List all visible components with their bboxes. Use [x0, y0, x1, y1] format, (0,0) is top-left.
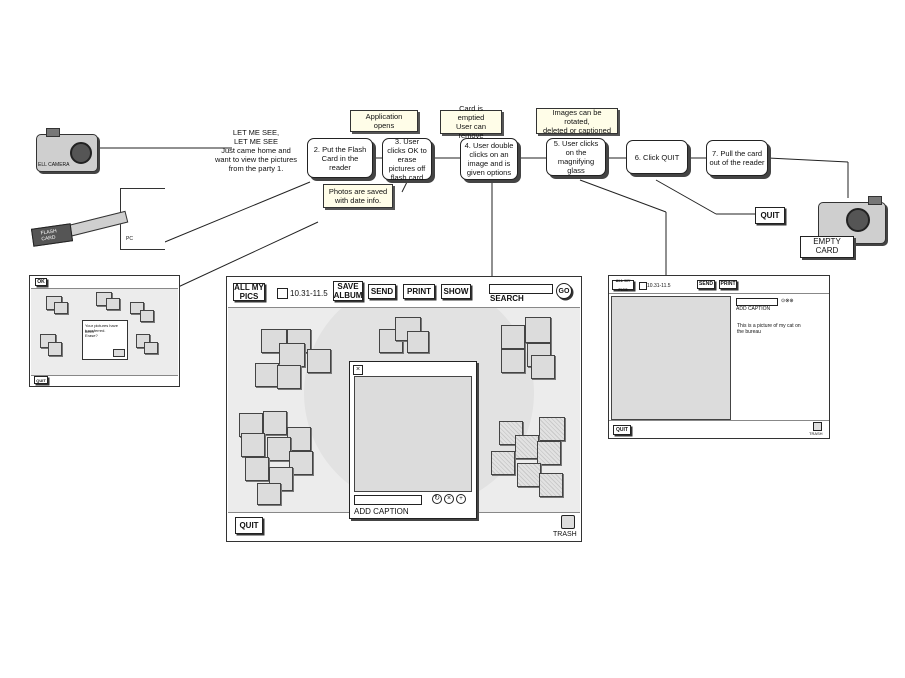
- small-left-quit-button[interactable]: QUIT: [34, 376, 48, 384]
- photo-thumbnail[interactable]: [515, 435, 539, 459]
- small-left-ok-button[interactable]: OK: [35, 278, 47, 286]
- photo-thumbnail[interactable]: [241, 433, 265, 457]
- add-caption-label: ADD CAPTION: [354, 507, 409, 516]
- small-right-icons: ⊙⊗⊕: [781, 298, 794, 304]
- photo-thumbnail[interactable]: [517, 463, 541, 487]
- small-right-date: 10.31-11.5: [647, 283, 671, 289]
- small-right-add-caption: ADD CAPTION: [736, 306, 771, 312]
- main-application-window: ALL MY PICS 10.31-11.5 SAVE ALBUM SEND P…: [226, 276, 582, 542]
- camera-lens-icon: [846, 208, 870, 232]
- note-application-opens: Application opens: [350, 110, 418, 132]
- small-screen-left: OK Your pictures have been transferred. …: [29, 275, 180, 387]
- photo-thumbnail[interactable]: [407, 331, 429, 353]
- erase-dialog: Your pictures have been transferred. Era…: [82, 320, 128, 360]
- note-images-rotated: Images can be rotated, deleted or captio…: [536, 108, 618, 135]
- date-range-label: 10.31-11.5: [290, 289, 328, 298]
- photo-thumbnail[interactable]: [539, 417, 565, 441]
- photo-thumbnail[interactable]: [245, 457, 269, 481]
- photo-thumbnail[interactable]: [539, 473, 563, 497]
- photo-thumbnail[interactable]: [267, 437, 291, 461]
- step-3-box: 3. User clicks OK to erase pictures off …: [382, 137, 432, 182]
- go-button[interactable]: GO: [556, 283, 572, 299]
- card-reader: PC FLASH CARD: [26, 188, 166, 250]
- flash-card-icon: FLASH CARD: [30, 223, 74, 247]
- step-2-box: 2. Put the Flash Card in the reader: [307, 138, 373, 178]
- magnify-icon[interactable]: +: [456, 494, 466, 504]
- caption-input[interactable]: [354, 495, 422, 505]
- small-right-caption-input[interactable]: [736, 298, 778, 306]
- photo-thumbnail[interactable]: [531, 355, 555, 379]
- photo-thumbnail[interactable]: [501, 325, 525, 349]
- camera-lens-icon: [70, 142, 92, 164]
- small-right-caption-2: the bureau: [737, 329, 761, 335]
- step-7-box: 7. Pull the card out of the reader: [706, 140, 768, 176]
- date-checkbox[interactable]: [277, 288, 288, 299]
- search-input[interactable]: [489, 284, 553, 294]
- small-right-send-button[interactable]: SEND: [697, 280, 715, 289]
- quit-callout-button[interactable]: QUIT: [755, 207, 785, 224]
- step-4-box: 4. User double clicks on an image and is…: [460, 138, 518, 180]
- show-button[interactable]: SHOW: [441, 284, 471, 299]
- quit-button[interactable]: QUIT: [235, 517, 263, 534]
- user-quote: LET ME SEE, LET ME SEE Just came home an…: [214, 128, 298, 173]
- print-button[interactable]: PRINT: [403, 284, 435, 299]
- photo-thumbnail[interactable]: [257, 483, 281, 505]
- small-right-all-pics-button[interactable]: ALL MY PICS: [612, 278, 634, 292]
- photo-thumbnail[interactable]: [307, 349, 331, 373]
- photo-thumbnail[interactable]: [491, 451, 515, 475]
- step-6-box: 6. Click QUIT: [626, 140, 688, 174]
- delete-icon[interactable]: ×: [444, 494, 454, 504]
- photo-thumbnail[interactable]: [279, 343, 305, 367]
- all-my-pics-button[interactable]: ALL MY PICS: [233, 283, 265, 301]
- trash-icon[interactable]: [813, 422, 822, 431]
- photo-thumbnail[interactable]: [263, 411, 287, 435]
- photo-thumbnail[interactable]: [525, 317, 551, 343]
- small-right-trash: TRASH: [809, 431, 823, 436]
- search-label: SEARCH: [490, 294, 524, 303]
- close-icon[interactable]: ×: [353, 365, 363, 375]
- enlarged-photo: [354, 376, 472, 492]
- camera-label: ELL CAMERA: [38, 162, 70, 168]
- enlarged-photo-dialog: × ↻ × + ADD CAPTION: [349, 361, 477, 519]
- save-album-button[interactable]: SAVE ALBUM: [333, 281, 363, 301]
- empty-card-label: EMPTY CARD: [800, 236, 854, 258]
- photo-thumbnail[interactable]: [289, 451, 313, 475]
- step-5-box: 5. User clicks on the magnifying glass: [546, 138, 606, 176]
- small-right-quit-button[interactable]: QUIT: [613, 425, 631, 435]
- photo-thumbnail[interactable]: [287, 427, 311, 451]
- small-right-photo: [611, 296, 731, 420]
- note-photos-saved: Photos are saved with date info.: [323, 184, 393, 208]
- small-screen-right: ALL MY PICS 10.31-11.5 SEND PRINT ⊙⊗⊕ AD…: [608, 275, 830, 439]
- small-right-print-button[interactable]: PRINT: [719, 280, 737, 289]
- photo-thumbnail[interactable]: [501, 349, 525, 373]
- photo-thumbnail[interactable]: [255, 363, 279, 387]
- photo-thumbnail[interactable]: [277, 365, 301, 389]
- trash-label: TRASH: [553, 531, 577, 538]
- digital-camera-left: ELL CAMERA: [36, 128, 98, 172]
- trash-icon[interactable]: [561, 515, 575, 529]
- photo-thumbnail[interactable]: [537, 441, 561, 465]
- note-card-emptied: Card is emptied User can remove: [440, 104, 502, 140]
- photo-thumbnail[interactable]: [261, 329, 287, 353]
- rotate-icon[interactable]: ↻: [432, 494, 442, 504]
- send-button[interactable]: SEND: [368, 284, 396, 299]
- small-right-caption-1: This is a picture of my cat on: [737, 323, 801, 329]
